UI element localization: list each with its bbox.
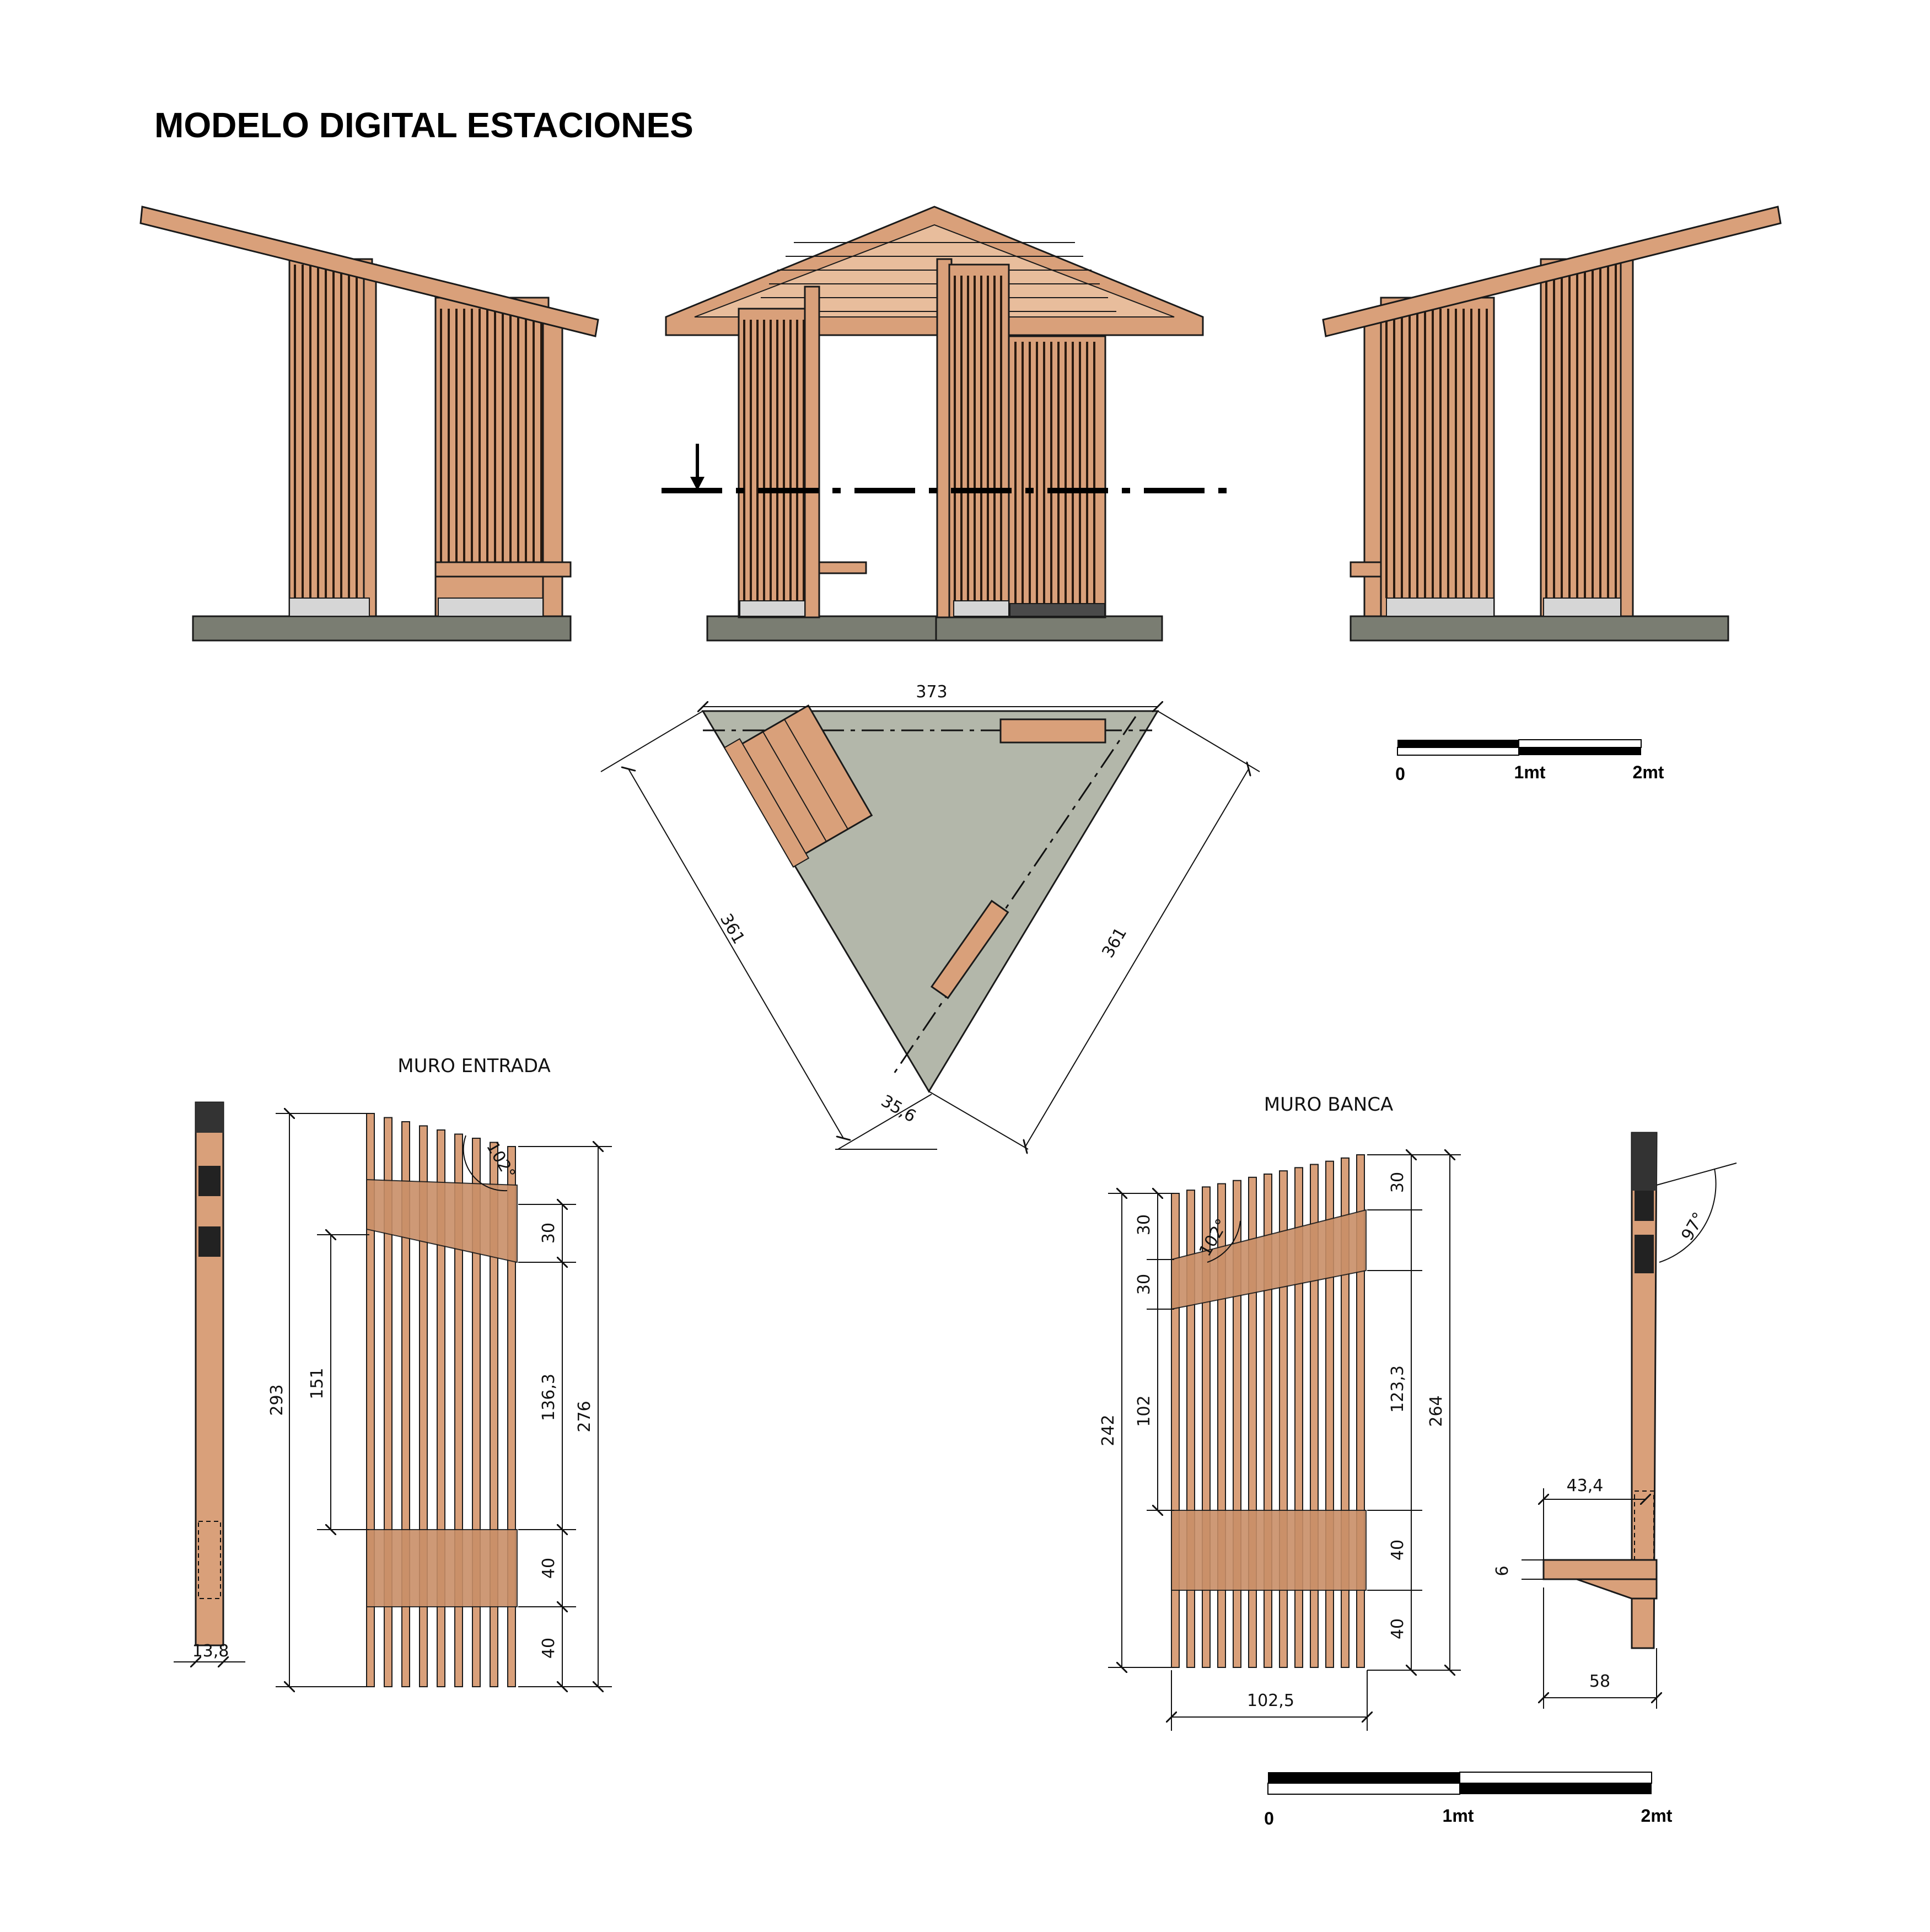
dim-30-b: 30: [1135, 1274, 1154, 1295]
bench: [434, 561, 572, 578]
footing: [289, 598, 370, 617]
dim-58: 58: [1589, 1672, 1610, 1691]
elevation-right: [1322, 206, 1782, 642]
lower-rail: [366, 1529, 518, 1607]
scale-label-2mt: 2mt: [1633, 762, 1664, 782]
footing: [953, 600, 1009, 617]
section-arrow-head: [690, 477, 705, 491]
dim-40-a: 40: [539, 1558, 558, 1579]
slat-lines: [440, 309, 542, 562]
page-title: MODELO DIGITAL ESTACIONES: [154, 105, 693, 145]
scale-label-2mt-bottom: 2mt: [1641, 1806, 1673, 1826]
scale-bar-top: 0 1mt 2mt: [1395, 739, 1664, 784]
dim-102: 102: [1135, 1395, 1154, 1427]
plan-dim-373: 373: [916, 682, 947, 702]
scale-label-1mt-bottom: 1mt: [1443, 1806, 1474, 1826]
base-slab: [192, 615, 572, 642]
post: [1620, 258, 1634, 617]
post: [363, 263, 377, 617]
dim-136-3: 136,3: [539, 1374, 558, 1421]
plan-view: 373 361 361 35,6: [600, 682, 1260, 1149]
lower-rail: [1171, 1510, 1367, 1591]
dim-242: 242: [1099, 1414, 1118, 1446]
wall-panel: [1008, 335, 1106, 618]
plan-dim-361-left: 361: [716, 911, 749, 948]
dim-40-d: 40: [1388, 1618, 1407, 1639]
dim-276: 276: [575, 1401, 594, 1432]
dim-40-b: 40: [539, 1638, 558, 1659]
roof-underside: [694, 224, 1175, 317]
muro-entrada: MURO ENTRADA 13,8 293 151 30 136,3 40: [174, 1055, 612, 1687]
muro-banca-label: MURO BANCA: [1264, 1094, 1393, 1116]
elevation-front: [662, 206, 1232, 642]
slat-lines: [1385, 309, 1488, 598]
dim-123-3: 123,3: [1388, 1365, 1407, 1413]
muro-entrada-label: MURO ENTRADA: [397, 1055, 550, 1077]
bench-seat: [1542, 1559, 1658, 1580]
wall-panel: [1380, 297, 1495, 617]
plan-wall-segment: [930, 900, 1009, 999]
plan-dim-35-6: 35,6: [878, 1091, 919, 1127]
plan-wall-segment: [999, 718, 1106, 744]
bench: [1350, 561, 1382, 578]
upper-rail: [366, 1178, 518, 1263]
dim-264: 264: [1427, 1395, 1446, 1427]
dim-6: 6: [1493, 1565, 1512, 1576]
slat-lines: [743, 320, 805, 601]
dim-40-c: 40: [1388, 1540, 1407, 1560]
dim-30-a: 30: [1135, 1214, 1154, 1235]
dim-30: 30: [539, 1223, 558, 1244]
post: [804, 286, 820, 618]
dim-151: 151: [308, 1368, 327, 1399]
bench-bracket: [1576, 1578, 1658, 1600]
footing: [438, 598, 544, 617]
scale-bar-bottom: 0 1mt 2mt: [1264, 1772, 1673, 1828]
angle-97: 97°: [1678, 1209, 1709, 1244]
dim-30-c: 30: [1388, 1172, 1407, 1193]
wall-panel: [738, 308, 811, 618]
elevation-left: [139, 206, 599, 642]
dim-293: 293: [267, 1384, 287, 1416]
slat-lines: [1014, 342, 1095, 604]
upper-rail: [1171, 1209, 1367, 1310]
footing: [1543, 598, 1621, 617]
dim-102-5: 102,5: [1247, 1691, 1294, 1710]
bench: [818, 561, 867, 574]
base-slab: [706, 615, 1163, 642]
plan-dim-361-right: 361: [1098, 924, 1131, 961]
wall-panel: [948, 263, 1010, 618]
scale-label-1mt: 1mt: [1514, 762, 1546, 782]
scale-label-0-bottom: 0: [1264, 1809, 1274, 1828]
footing: [1009, 603, 1105, 617]
base-slab: [1350, 615, 1729, 642]
slat-lines: [1545, 265, 1617, 598]
dim-43-4: 43,4: [1567, 1476, 1604, 1495]
footing: [739, 600, 805, 617]
scale-label-0: 0: [1395, 764, 1405, 784]
roof: [1322, 206, 1782, 337]
footing: [1386, 598, 1494, 617]
slat-lines: [954, 276, 1002, 601]
dim-13-8: 13,8: [192, 1642, 229, 1661]
muro-banca: MURO BANCA 242 30 30 102 30 123,3 40 40 …: [1099, 1094, 1737, 1731]
roof: [139, 206, 599, 337]
